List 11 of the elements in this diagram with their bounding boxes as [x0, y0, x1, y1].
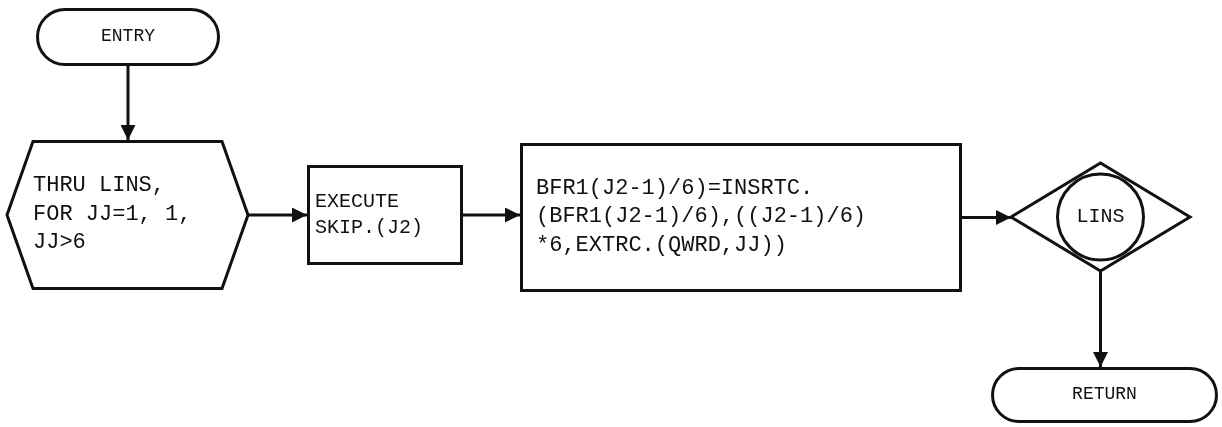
- arrow: [962, 210, 1011, 225]
- arrow: [120, 66, 136, 140]
- node-label: THRU LINS, FOR JJ=1, 1, JJ>6: [33, 172, 193, 258]
- node-label: EXECUTE SKIP.(J2): [315, 189, 425, 241]
- arrow: [248, 207, 307, 223]
- arrow: [463, 207, 520, 223]
- node-label: BFR1(J2-1)/6)=INSRTC. (BFR1(J2-1)/6),((J2-1)/6) *6,EXTRC.(QWRD,JJ)): [536, 174, 868, 260]
- node-label: LINS: [1076, 204, 1125, 230]
- node-label: ENTRY: [101, 25, 155, 49]
- node-label: RETURN: [1072, 383, 1137, 407]
- arrow: [1093, 271, 1108, 367]
